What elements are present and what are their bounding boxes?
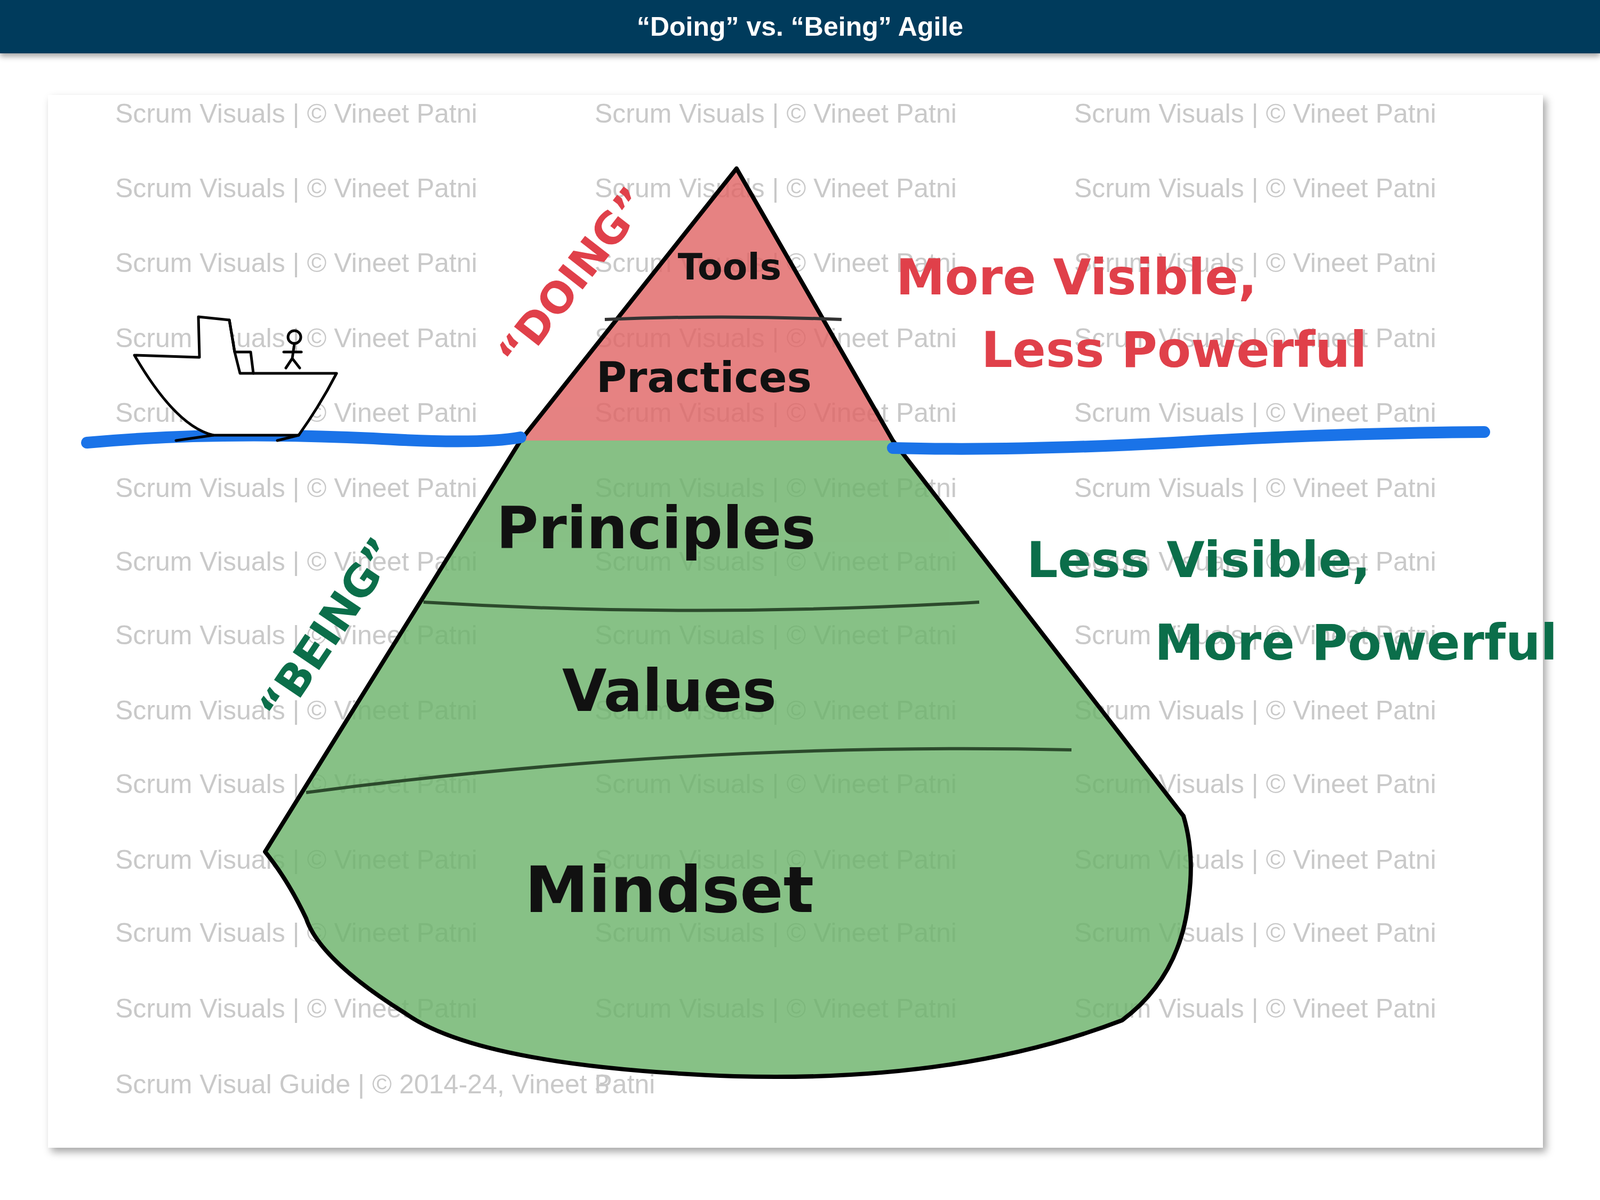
iceberg-layer: Mindset	[524, 852, 814, 927]
band-divider	[423, 602, 980, 611]
iceberg-layer: Tools	[677, 245, 782, 288]
watermark: Scrum Visuals | © Vineet Patni	[594, 98, 957, 130]
band-divider	[604, 317, 842, 320]
watermark: Scrum Visuals | © Vineet Patni	[1074, 172, 1437, 204]
iceberg-layer: Practices	[596, 353, 812, 402]
callout-text: More Powerful	[1154, 614, 1558, 672]
watermark: Scrum Visuals | © Vineet Patni	[1074, 397, 1437, 429]
callout-text: Less Visible,	[1026, 531, 1371, 589]
watermark: Scrum Visuals | © Vineet Patni	[1074, 472, 1437, 504]
watermark: Scrum Visuals | © Vineet Patni	[1074, 694, 1437, 726]
iceberg-layer: Principles	[496, 494, 816, 562]
watermark: Scrum Visuals | © Vineet Patni	[594, 172, 957, 204]
watermark: Scrum Visuals | © Vineet Patni	[115, 472, 478, 504]
water-line	[86, 432, 1485, 450]
iceberg-layer: Values	[562, 657, 777, 725]
layer-label: Principles	[496, 494, 816, 562]
watermark: Scrum Visuals | © Vineet Patni	[1074, 98, 1437, 130]
band-divider	[306, 748, 1072, 793]
layer-label: Values	[562, 657, 777, 725]
boat	[134, 316, 337, 441]
callout-text: More Visible,	[896, 249, 1258, 307]
layer-label: Tools	[677, 245, 782, 288]
watermark: Scrum Visuals | © Vineet Patni	[115, 322, 478, 354]
watermark: Scrum Visuals | © Vineet Patni	[115, 98, 478, 130]
watermark: 3	[594, 1068, 610, 1100]
watermark: Scrum Visuals | © Vineet Patni	[115, 172, 478, 204]
watermark: Scrum Visuals | © Vineet Patni	[115, 546, 478, 578]
watermark: Scrum Visual Guide | © 2014-24, Vineet P…	[115, 1068, 655, 1100]
layer-label: Practices	[596, 353, 812, 402]
layer-label: Mindset	[524, 852, 814, 927]
callout-text: Less Powerful	[981, 321, 1367, 379]
slide-title: “Doing” vs. “Being” Agile	[0, 0, 1600, 54]
watermark: Scrum Visuals | © Vineet Patni	[115, 247, 478, 279]
